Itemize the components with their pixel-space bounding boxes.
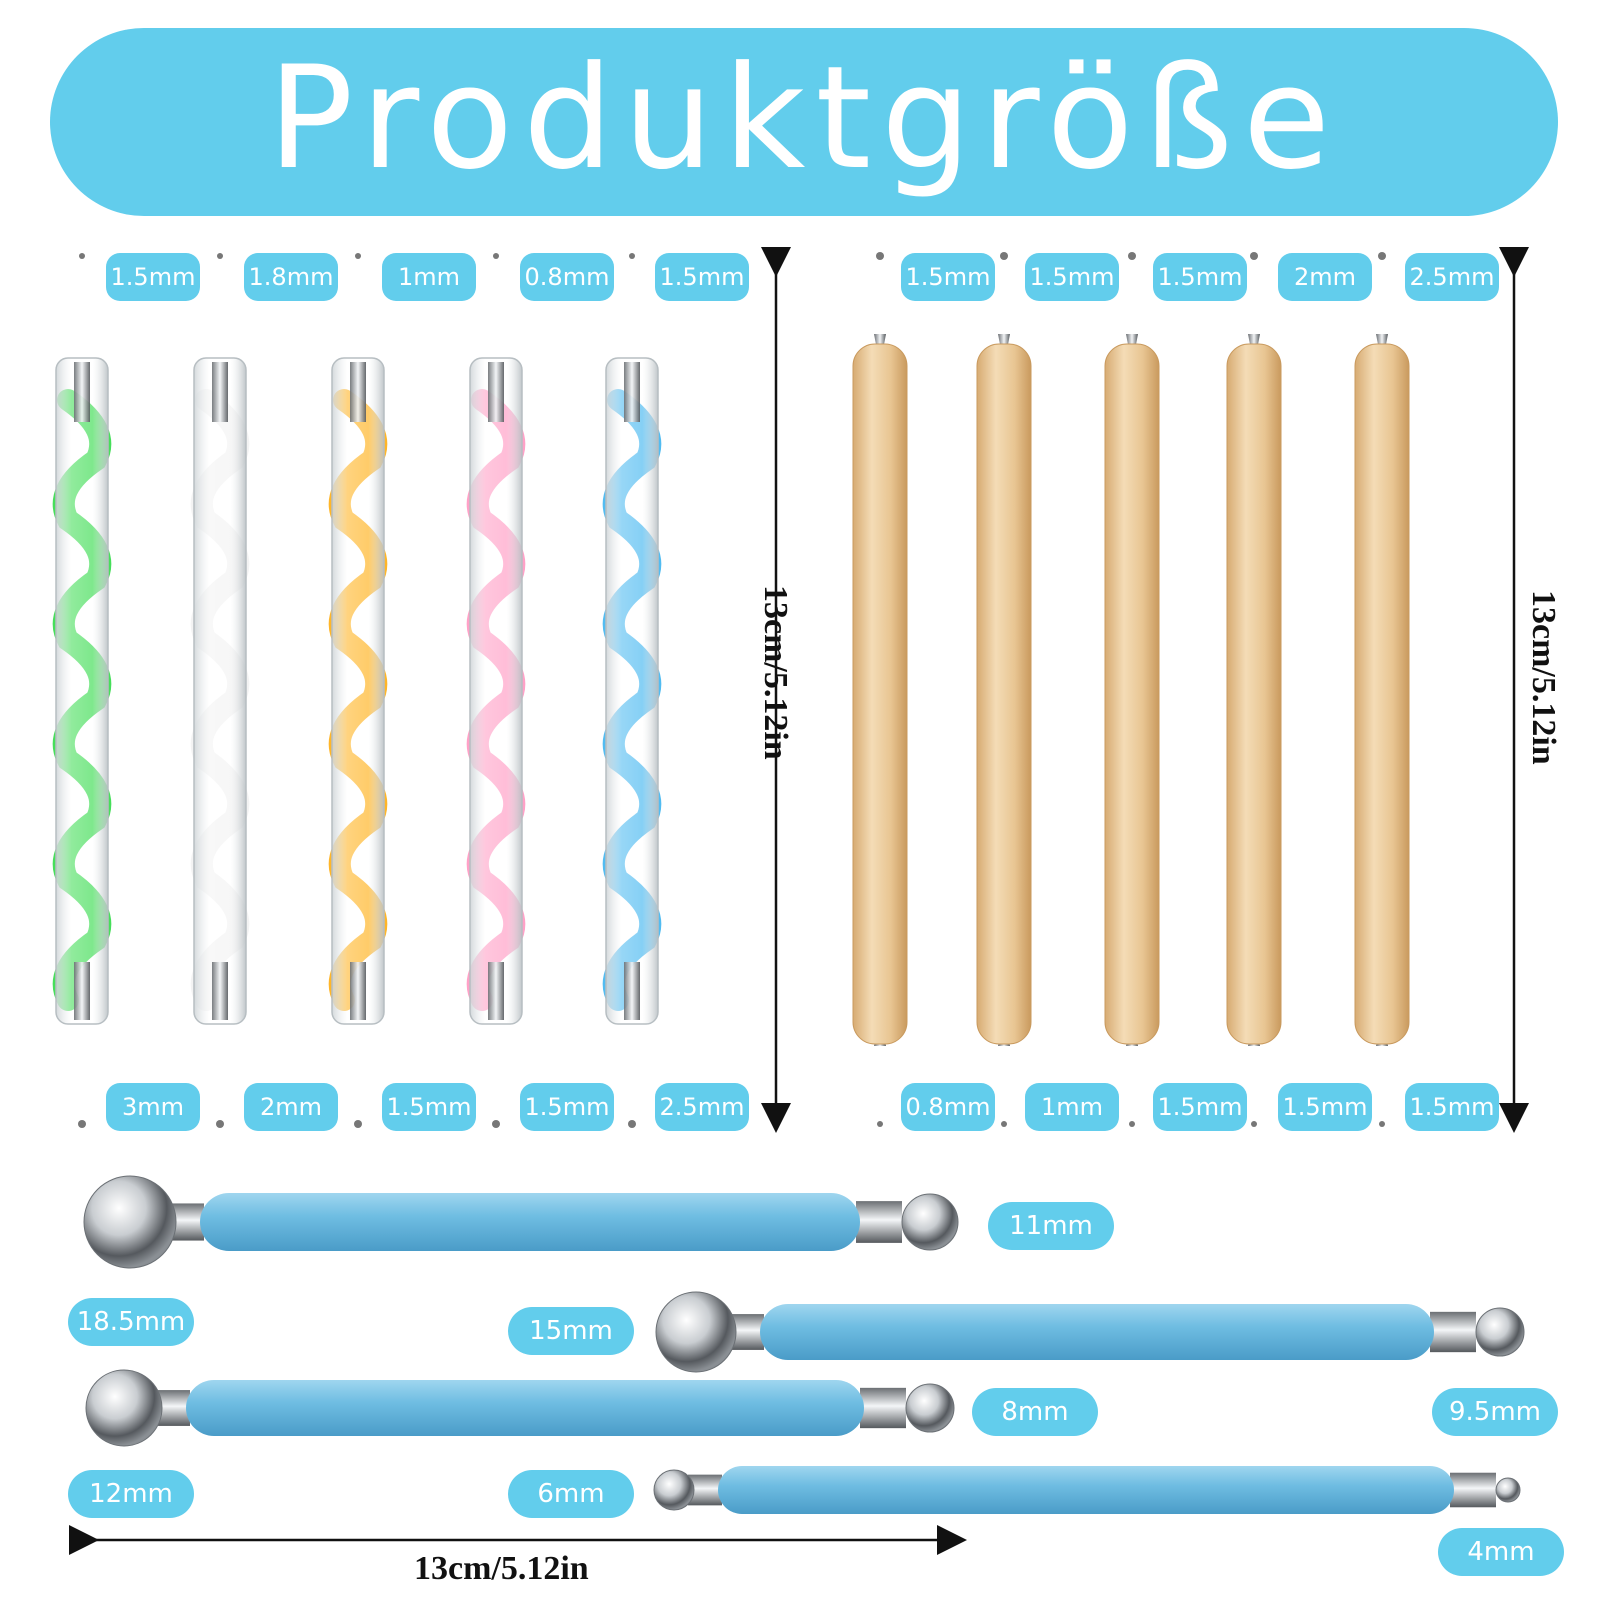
acrylic-length-label: 13cm/5.12in — [757, 585, 794, 760]
acrylic-bottom-size-1: 3mm — [106, 1083, 200, 1131]
wood-top-size-3: 1.5mm — [1153, 253, 1247, 301]
ball-stylus-icon — [653, 1466, 1521, 1514]
acrylic-top-size-4: 0.8mm — [520, 253, 614, 301]
wood-top-size-1: 1.5mm — [901, 253, 995, 301]
dotting-tool-icon — [1354, 252, 1410, 1127]
wood-top-size-5: 2.5mm — [1405, 253, 1499, 301]
ball-tool-3-large-size: 12mm — [68, 1470, 194, 1518]
wood-bottom-size-2: 1mm — [1025, 1083, 1119, 1131]
acrylic-bottom-size-4: 1.5mm — [520, 1083, 614, 1131]
dotting-tool-icon — [52, 253, 112, 1128]
acrylic-top-size-2: 1.8mm — [244, 253, 338, 301]
ball-tool-4-large-size: 6mm — [508, 1470, 634, 1518]
dotting-tool-icon — [190, 253, 250, 1128]
ball-tool-2-small-size: 9.5mm — [1432, 1388, 1558, 1436]
ball-tool-4-small-size: 4mm — [1438, 1528, 1564, 1576]
wood-bottom-size-4: 1.5mm — [1278, 1083, 1372, 1131]
ball-tool-1-small-size: 11mm — [988, 1202, 1114, 1250]
wood-length-label: 13cm/5.12in — [1525, 590, 1562, 765]
wood-bottom-size-5: 1.5mm — [1405, 1083, 1499, 1131]
dotting-tool-icon — [1226, 252, 1282, 1127]
dotting-tool-icon — [976, 252, 1032, 1127]
dotting-tool-icon — [466, 253, 526, 1128]
wood-bottom-size-3: 1.5mm — [1153, 1083, 1247, 1131]
acrylic-top-size-5: 1.5mm — [655, 253, 749, 301]
dotting-tool-icon — [602, 253, 662, 1128]
dotting-tool-icon — [328, 253, 388, 1128]
acrylic-bottom-size-2: 2mm — [244, 1083, 338, 1131]
wood-top-size-2: 1.5mm — [1025, 253, 1119, 301]
acrylic-bottom-size-5: 2.5mm — [655, 1083, 749, 1131]
ball-tool-1-large-size: 18.5mm — [68, 1298, 194, 1346]
acrylic-top-size-3: 1mm — [382, 253, 476, 301]
title-banner — [50, 28, 1558, 216]
ball-stylus-icon — [85, 1369, 955, 1447]
ball-tool-2-large-size: 15mm — [508, 1307, 634, 1355]
wood-bottom-size-1: 0.8mm — [901, 1083, 995, 1131]
page-title: Produktgröße — [267, 36, 1341, 201]
ball-stylus-icon — [83, 1175, 959, 1269]
dotting-tool-icon — [852, 252, 908, 1127]
ball-stylus-icon — [655, 1291, 1525, 1373]
acrylic-bottom-size-3: 1.5mm — [382, 1083, 476, 1131]
wood-top-size-4: 2mm — [1278, 253, 1372, 301]
dotting-tool-icon — [1104, 252, 1160, 1127]
ball-tools-length-label: 13cm/5.12in — [414, 1550, 589, 1587]
ball-tool-3-small-size: 8mm — [972, 1388, 1098, 1436]
acrylic-top-size-1: 1.5mm — [106, 253, 200, 301]
